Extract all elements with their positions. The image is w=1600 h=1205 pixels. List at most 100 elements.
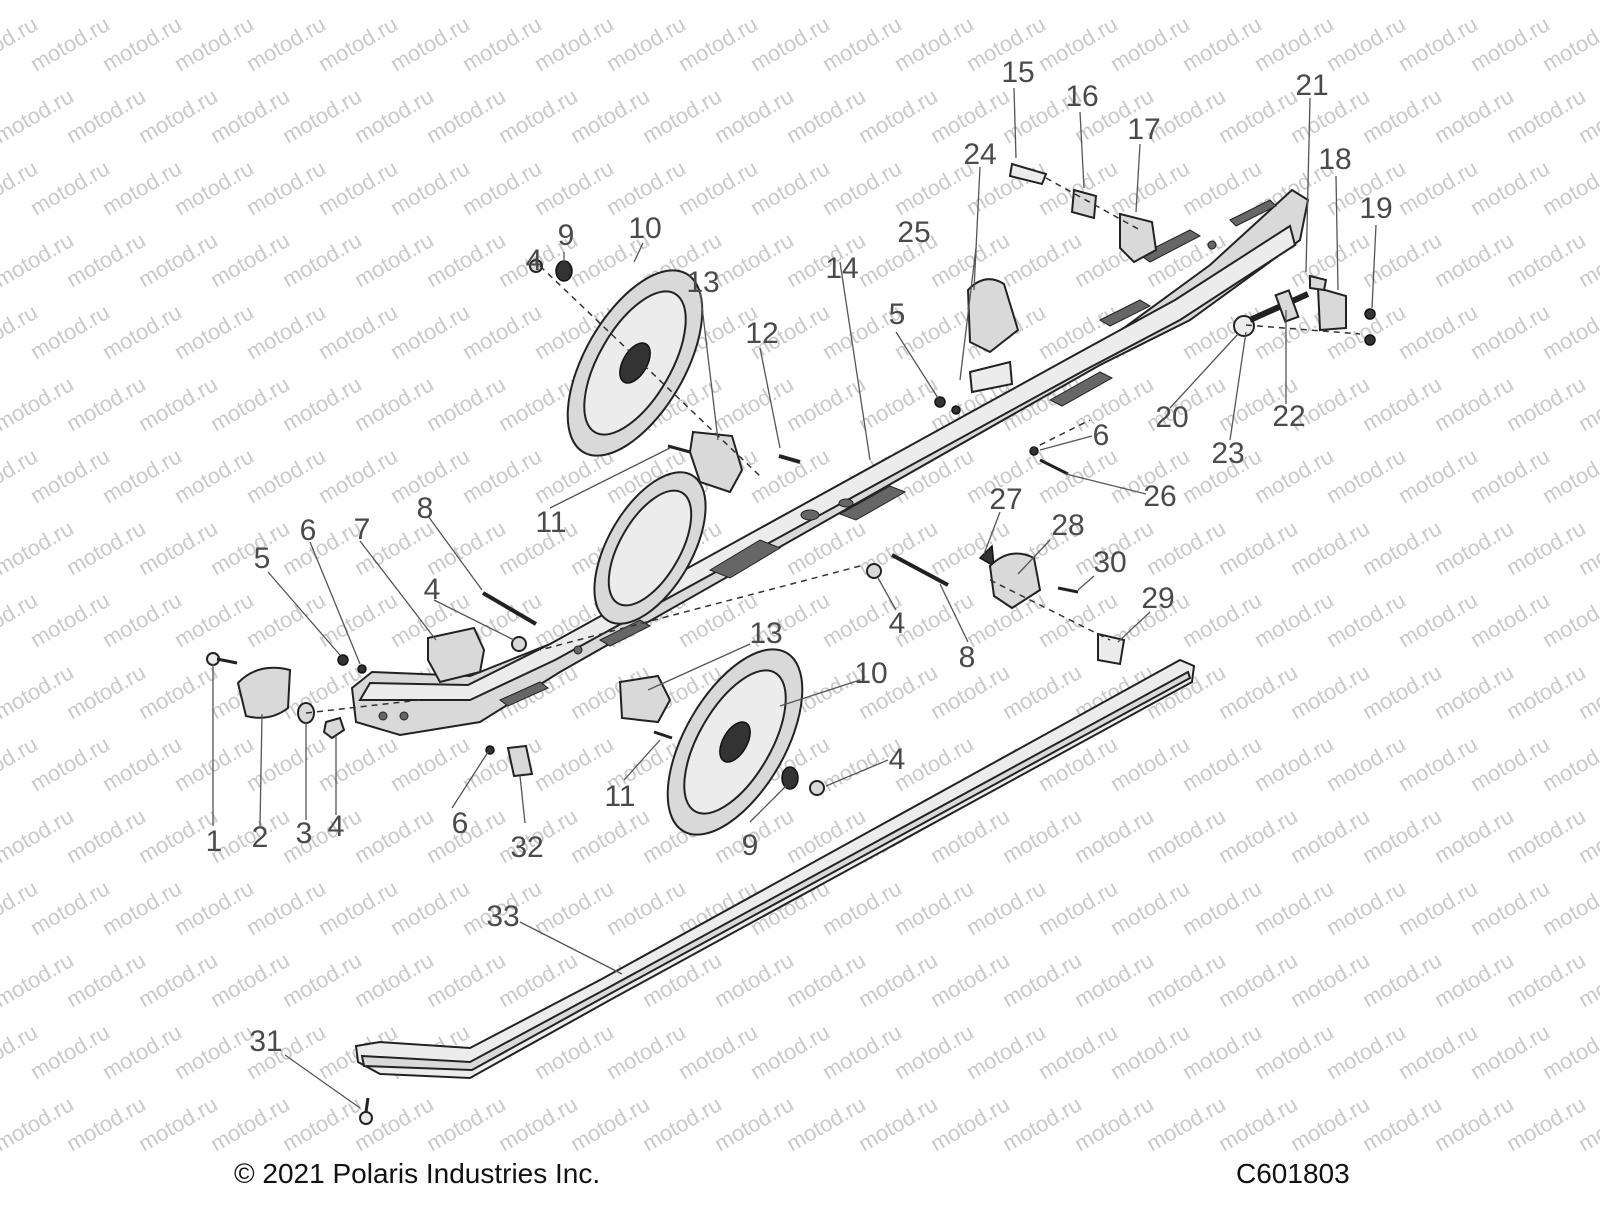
watermark-text: motod.ru <box>1538 299 1600 364</box>
watermark-text: motod.ru <box>206 83 294 148</box>
callout-4: 4 <box>889 743 906 776</box>
watermark-text: motod.ru <box>1178 731 1266 796</box>
watermark-text: motod.ru <box>98 587 186 652</box>
watermark-text: motod.ru <box>0 83 78 148</box>
watermark-text: motod.ru <box>62 1091 150 1156</box>
watermark-text: motod.ru <box>1286 0 1374 4</box>
watermark-text: motod.ru <box>818 155 906 220</box>
watermark-text: motod.ru <box>26 875 114 940</box>
watermark-text: motod.ru <box>1142 0 1230 4</box>
watermark-text: motod.ru <box>998 659 1086 724</box>
watermark-text: motod.ru <box>206 371 294 436</box>
watermark-text: motod.ru <box>998 227 1086 292</box>
watermark-text: motod.ru <box>1394 1019 1482 1084</box>
watermark-text: motod.ru <box>458 443 546 508</box>
watermark-text: motod.ru <box>134 515 222 580</box>
watermark-text: motod.ru <box>1466 155 1554 220</box>
callout-4: 4 <box>328 810 345 843</box>
watermark-text: motod.ru <box>1286 803 1374 868</box>
watermark-text: motod.ru <box>1178 587 1266 652</box>
callout-9: 9 <box>558 219 575 252</box>
watermark-text: motod.ru <box>170 443 258 508</box>
watermark-layer: motod.ru motod.ru motod.ru motod.ru motod.ru… <box>0 0 1600 1156</box>
watermark-text: motod.ru <box>422 0 510 4</box>
wear-strip <box>354 658 1196 1080</box>
watermark-text: motod.ru <box>206 0 294 4</box>
callout-labels: 1 2 3 4 4 4 4 4 5 5 6 6 6 7 8 8 9 9 10 1… <box>206 56 1393 1058</box>
watermark-text: motod.ru <box>1070 1091 1158 1156</box>
watermark-text: motod.ru <box>746 11 834 76</box>
watermark-text: motod.ru <box>602 1019 690 1084</box>
callout-15: 15 <box>1001 56 1034 89</box>
watermark-text: motod.ru <box>1322 875 1410 940</box>
callout-14: 14 <box>825 252 858 285</box>
watermark-text: motod.ru <box>1502 515 1590 580</box>
watermark-text: motod.ru <box>0 0 78 4</box>
watermark-text: motod.ru <box>458 11 546 76</box>
watermark-text: motod.ru <box>1250 875 1338 940</box>
watermark-text: motod.ru <box>1142 803 1230 868</box>
watermark-text: motod.ru <box>26 587 114 652</box>
watermark-text: motod.ru <box>710 227 798 292</box>
watermark-text: motod.ru <box>314 155 402 220</box>
watermark-text: motod.ru <box>206 1091 294 1156</box>
callout-20: 20 <box>1155 401 1188 434</box>
watermark-text: motod.ru <box>98 1019 186 1084</box>
watermark-text: motod.ru <box>854 1091 942 1156</box>
watermark-text: motod.ru <box>26 11 114 76</box>
watermark-text: motod.ru <box>1502 803 1590 868</box>
watermark-text: motod.ru <box>998 1091 1086 1156</box>
watermark-text: motod.ru <box>1430 515 1518 580</box>
watermark-text: motod.ru <box>62 371 150 436</box>
watermark-text: motod.ru <box>386 731 474 796</box>
callout-10: 10 <box>628 212 661 245</box>
watermark-text: motod.ru <box>1034 1019 1122 1084</box>
watermark-text: motod.ru <box>1322 587 1410 652</box>
small-parts <box>206 162 1376 1125</box>
watermark-text: motod.ru <box>98 155 186 220</box>
watermark-text: motod.ru <box>0 803 78 868</box>
watermark-text: motod.ru <box>1394 875 1482 940</box>
watermark-text: motod.ru <box>998 947 1086 1012</box>
watermark-text: motod.ru <box>530 875 618 940</box>
watermark-text: motod.ru <box>710 371 798 436</box>
watermark-text: motod.ru <box>98 443 186 508</box>
callout-3: 3 <box>296 817 313 850</box>
watermark-text: motod.ru <box>242 731 330 796</box>
watermark-text: motod.ru <box>1430 947 1518 1012</box>
watermark-text: motod.ru <box>1502 227 1590 292</box>
watermark-text: motod.ru <box>206 227 294 292</box>
watermark-text: motod.ru <box>1142 515 1230 580</box>
watermark-text: motod.ru <box>1070 803 1158 868</box>
watermark-text: motod.ru <box>530 155 618 220</box>
watermark-text: motod.ru <box>494 83 582 148</box>
watermark-text: motod.ru <box>1466 1019 1554 1084</box>
callout-30: 30 <box>1093 546 1126 579</box>
callout-7: 7 <box>354 513 371 546</box>
watermark-text: motod.ru <box>1106 1019 1194 1084</box>
watermark-text: motod.ru <box>26 299 114 364</box>
watermark-text: motod.ru <box>242 11 330 76</box>
watermark-text: motod.ru <box>0 947 78 1012</box>
watermark-text: motod.ru <box>0 659 78 724</box>
watermark-text: motod.ru <box>818 1019 906 1084</box>
watermark-text: motod.ru <box>26 443 114 508</box>
watermark-text: motod.ru <box>62 83 150 148</box>
watermark-text: motod.ru <box>134 1091 222 1156</box>
watermark-text: motod.ru <box>386 155 474 220</box>
callout-10: 10 <box>854 657 887 690</box>
watermark-text: motod.ru <box>62 0 150 4</box>
callout-25: 25 <box>897 216 930 249</box>
watermark-text: motod.ru <box>890 11 978 76</box>
watermark-text: motod.ru <box>1214 803 1302 868</box>
watermark-text: motod.ru <box>1214 515 1302 580</box>
callout-9: 9 <box>742 829 759 862</box>
watermark-text: motod.ru <box>98 731 186 796</box>
watermark-text: motod.ru <box>1538 587 1600 652</box>
callout-8: 8 <box>959 641 976 674</box>
watermark-text: motod.ru <box>1250 731 1338 796</box>
watermark-text: motod.ru <box>386 11 474 76</box>
watermark-text: motod.ru <box>314 11 402 76</box>
